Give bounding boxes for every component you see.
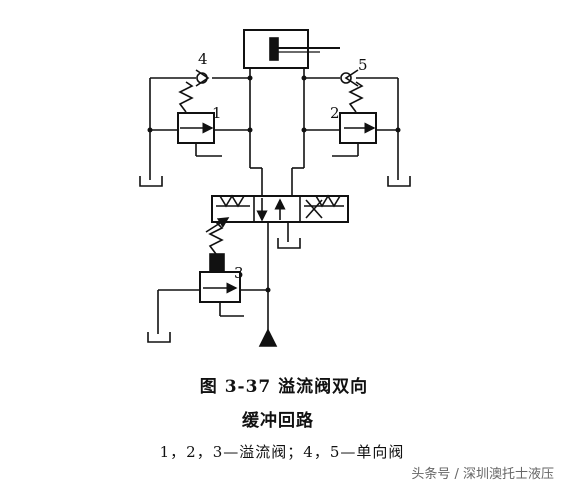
figure-caption-subtitle: 缓冲回路 [242,411,314,431]
figure-legend: 1，2，3—溢流阀；4，5—单向阀 [159,443,405,461]
tank-icon [147,332,171,343]
label-relief-valve-3: 3 [234,264,244,282]
tank-icon [277,238,301,249]
check-valve-icon [340,69,359,87]
check-valve-icon [195,69,210,87]
relief-valve-icon [332,81,377,157]
tank-icon [139,176,163,187]
figure-caption-title: 图 3-37 溢流阀双向 [199,377,369,397]
label-relief-valve-1: 1 [212,104,222,122]
watermark: 头条号 / 深圳澳托士液压 [411,467,554,482]
relief-valve-icon [199,217,244,317]
pump-icon [258,328,278,347]
label-relief-valve-2: 2 [330,104,340,122]
directional-valve-icon [211,194,349,223]
cylinder-icon [243,29,340,69]
label-check-valve-5: 5 [358,56,368,74]
label-check-valve-4: 4 [198,50,208,68]
relief-valve-icon [177,81,222,157]
tank-icon [387,176,411,187]
